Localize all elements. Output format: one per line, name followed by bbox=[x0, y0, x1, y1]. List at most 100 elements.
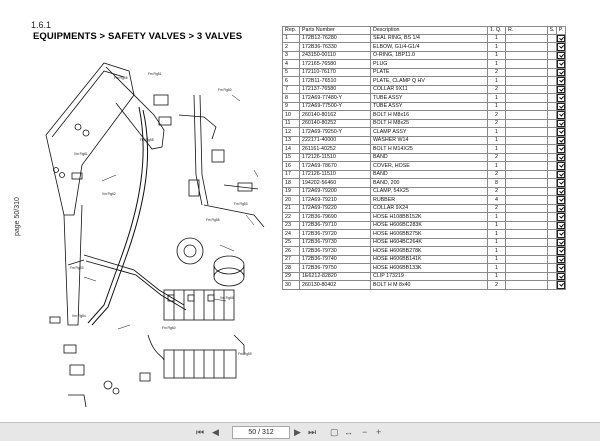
last-page-icon[interactable]: ⏭ bbox=[308, 427, 317, 437]
row-checkbox[interactable] bbox=[557, 170, 565, 179]
row-quantity: 1 bbox=[487, 229, 506, 239]
row-part-number: 172B36-79690 bbox=[299, 212, 371, 222]
row-quantity: 1 bbox=[487, 212, 506, 222]
row-part-number: 172A69-78670 bbox=[299, 161, 371, 171]
row-checkbox[interactable] bbox=[557, 111, 565, 119]
first-page-icon[interactable]: ⏮ bbox=[196, 427, 205, 437]
row-p bbox=[556, 237, 566, 248]
row-checkbox[interactable] bbox=[557, 119, 565, 128]
row-checkbox[interactable] bbox=[557, 255, 565, 264]
svg-text:Fm Fig51: Fm Fig51 bbox=[148, 72, 162, 76]
row-p bbox=[556, 254, 566, 265]
row-s bbox=[547, 33, 557, 44]
zoom-out-icon[interactable]: − bbox=[362, 427, 368, 437]
row-r bbox=[505, 169, 548, 180]
row-p bbox=[556, 263, 566, 273]
row-checkbox[interactable] bbox=[557, 85, 565, 94]
row-description: BOLT H M8x16 bbox=[370, 110, 488, 120]
next-page-icon[interactable]: ▶ bbox=[294, 427, 301, 437]
row-s bbox=[547, 76, 557, 86]
row-checkbox[interactable] bbox=[557, 128, 565, 136]
pdf-viewer-toolbar: ⏮ ◀ 50 / 312 ▶ ⏭ ▢ ↔ − + bbox=[0, 422, 600, 441]
row-part-number: 260130-80402 bbox=[299, 280, 371, 290]
row-quantity: 1 bbox=[487, 263, 506, 273]
row-quantity: 2 bbox=[487, 118, 506, 129]
row-r bbox=[505, 161, 548, 171]
svg-text:Fm Fig63: Fm Fig63 bbox=[70, 266, 84, 270]
row-checkbox[interactable] bbox=[557, 162, 565, 170]
row-checkbox[interactable] bbox=[557, 136, 565, 145]
row-r bbox=[505, 110, 548, 120]
row-checkbox[interactable] bbox=[557, 51, 565, 60]
row-checkbox[interactable] bbox=[557, 196, 565, 204]
row-description: BOLT H M8x25 bbox=[370, 118, 488, 129]
row-s bbox=[547, 212, 557, 222]
row-ref: 12 bbox=[282, 127, 300, 137]
row-s bbox=[547, 195, 557, 205]
row-checkbox[interactable] bbox=[557, 43, 565, 51]
row-part-number: 194202-56460 bbox=[299, 178, 371, 188]
col-header-part-number: Parts Number bbox=[299, 26, 371, 35]
row-checkbox[interactable] bbox=[557, 77, 565, 85]
row-ref: 21 bbox=[282, 203, 300, 214]
row-ref: 4 bbox=[282, 59, 300, 69]
row-s bbox=[547, 59, 557, 69]
prev-page-icon[interactable]: ◀ bbox=[212, 427, 219, 437]
row-r bbox=[505, 186, 548, 197]
row-checkbox[interactable] bbox=[557, 68, 565, 77]
row-ref: 26 bbox=[282, 246, 300, 256]
row-checkbox[interactable] bbox=[557, 60, 565, 68]
row-checkbox[interactable] bbox=[557, 179, 565, 187]
row-checkbox[interactable] bbox=[557, 247, 565, 255]
row-quantity: 1 bbox=[487, 144, 506, 154]
row-checkbox[interactable] bbox=[557, 238, 565, 247]
row-p bbox=[556, 101, 566, 112]
row-checkbox[interactable] bbox=[557, 153, 565, 162]
row-r bbox=[505, 144, 548, 154]
row-s bbox=[547, 93, 557, 103]
row-checkbox[interactable] bbox=[557, 264, 565, 272]
parts-table-header-row: Rep. Parts Number Description 1. Q. R. S… bbox=[282, 26, 566, 35]
row-p bbox=[556, 169, 566, 180]
row-r bbox=[505, 271, 548, 282]
fit-page-icon[interactable]: ▢ bbox=[330, 427, 339, 437]
row-checkbox[interactable] bbox=[557, 187, 565, 196]
row-ref: 3 bbox=[282, 50, 300, 61]
zoom-in-icon[interactable]: + bbox=[376, 427, 382, 437]
row-checkbox[interactable] bbox=[557, 281, 565, 289]
row-checkbox[interactable] bbox=[557, 145, 565, 153]
row-part-number: 172A69-79200 bbox=[299, 186, 371, 197]
row-part-number: 172126-11510 bbox=[299, 152, 371, 163]
row-quantity: 1 bbox=[487, 220, 506, 231]
row-description: ELBOW, G1/4-G1/4 bbox=[370, 42, 488, 52]
row-quantity: 1 bbox=[487, 101, 506, 112]
row-ref: 24 bbox=[282, 229, 300, 239]
row-checkbox[interactable] bbox=[557, 221, 565, 230]
row-s bbox=[547, 127, 557, 137]
row-checkbox[interactable] bbox=[557, 94, 565, 102]
row-checkbox[interactable] bbox=[557, 204, 565, 213]
row-part-number: 172A69-79220 bbox=[299, 203, 371, 214]
row-part-number: 172B36-79740 bbox=[299, 254, 371, 265]
row-s bbox=[547, 263, 557, 273]
row-description: CLAMP ASSY bbox=[370, 127, 488, 137]
row-checkbox[interactable] bbox=[557, 34, 565, 43]
row-part-number: 261161-40252 bbox=[299, 144, 371, 154]
row-checkbox[interactable] bbox=[557, 272, 565, 281]
row-checkbox[interactable] bbox=[557, 102, 565, 111]
fit-width-icon[interactable]: ↔ bbox=[344, 427, 353, 437]
row-ref: 14 bbox=[282, 144, 300, 154]
row-p bbox=[556, 118, 566, 129]
row-s bbox=[547, 220, 557, 231]
row-checkbox[interactable] bbox=[557, 230, 565, 238]
row-description: HOSE H606BC283K bbox=[370, 220, 488, 231]
row-part-number: 222171-40000 bbox=[299, 135, 371, 146]
page-number-input[interactable]: 50 / 312 bbox=[232, 426, 290, 439]
col-header-r: R. bbox=[505, 26, 548, 35]
row-checkbox[interactable] bbox=[557, 213, 565, 221]
